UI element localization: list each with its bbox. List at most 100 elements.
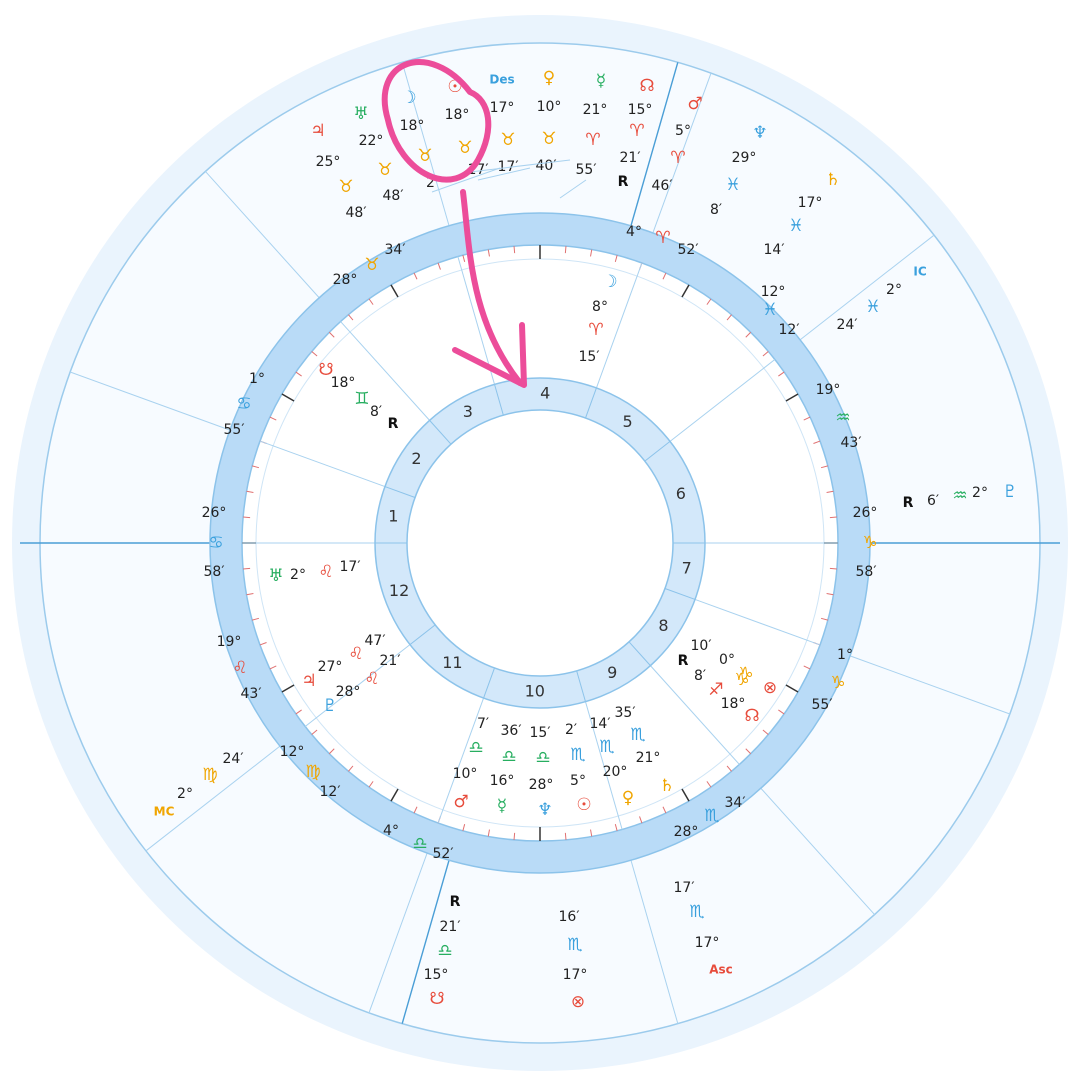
degree-label: 15′	[530, 725, 551, 741]
degree-label: 8′	[694, 668, 706, 684]
mc-group: MC2°♍24′	[154, 751, 244, 819]
house-number: 9	[607, 663, 617, 682]
house-divider	[494, 384, 504, 416]
degree-label: 0°	[719, 652, 735, 668]
degree-label: 10°	[537, 99, 562, 115]
in-node-group: ☋18°♊8′R	[318, 360, 398, 432]
degree-label: 18°	[721, 696, 746, 712]
cusp-minutes: 12′	[779, 322, 800, 338]
neptune-icon: ♆	[537, 800, 552, 820]
degree-tick	[246, 490, 254, 493]
house-divider	[576, 670, 586, 702]
venus-icon: ♀	[543, 68, 555, 88]
aries-icon: ♈	[585, 130, 600, 150]
in-fortune-group: ⊗	[763, 678, 777, 698]
cusp-degree: 4°	[626, 224, 642, 240]
degree-tick	[564, 246, 567, 254]
north-node-icon: ☊	[744, 706, 759, 726]
house-number: 10	[525, 681, 545, 700]
degree-label: 2°	[290, 567, 306, 583]
taurus-icon: ♉	[377, 160, 392, 180]
degree-label: 6′	[927, 493, 939, 509]
pisces-icon: ♓	[762, 300, 777, 320]
ring-cusp-label: 1°♑55′	[812, 647, 853, 713]
degree-label: 10°	[453, 766, 478, 782]
pisces-icon: ♓	[788, 216, 803, 236]
taurus-icon: ♉	[500, 130, 515, 150]
house-number: 5	[623, 412, 633, 431]
degree-tick	[437, 262, 441, 270]
degree-tick	[252, 617, 260, 621]
house-divider	[429, 420, 452, 445]
degree-tick	[662, 806, 667, 814]
hand-drawn-annotation	[381, 59, 527, 388]
degree-tick	[639, 816, 643, 824]
scorpio-icon: ♏	[704, 806, 719, 826]
cusp-degree: 1°	[837, 647, 853, 663]
degree-label: 25°	[316, 154, 341, 170]
outer-cusp-line	[205, 171, 320, 299]
degree-tick	[462, 823, 466, 831]
inner-cusp-line	[584, 701, 623, 830]
annotation-arrow	[460, 189, 523, 386]
inner-cusp-line	[694, 598, 821, 646]
degree-label: 29°	[732, 150, 757, 166]
in-saturn-group: ♄21°♏35′	[615, 705, 675, 796]
degree-tick	[662, 272, 667, 280]
house-number: 2	[411, 449, 421, 468]
moon-icon: ☽	[401, 88, 416, 108]
house-number: 7	[682, 558, 692, 577]
outer-cusp-line	[145, 745, 281, 852]
degree-tick	[281, 393, 295, 402]
cusp-minutes: 55′	[224, 422, 245, 438]
moon-icon: ☽	[602, 272, 617, 292]
virgo-icon: ♍	[305, 762, 320, 782]
uranus-icon: ♅	[268, 566, 283, 586]
degree-tick	[487, 829, 490, 837]
libra-icon: ♎	[412, 834, 427, 854]
degree-tick	[745, 331, 752, 338]
degree-tick	[328, 331, 335, 338]
house-number: 3	[463, 402, 473, 421]
sun-icon: ☉	[576, 795, 591, 815]
degree-tick	[246, 593, 254, 596]
degree-label: 16°	[490, 773, 515, 789]
virgo-icon: ♍	[202, 765, 217, 785]
uranus-icon: ♅	[353, 104, 368, 124]
degree-label: 2°	[972, 485, 988, 501]
sagittarius-icon: ♐	[708, 680, 723, 700]
outer-cusp-line	[799, 234, 935, 341]
degree-label: 10′	[691, 638, 712, 654]
gemini-icon: ♊	[354, 389, 369, 409]
pisces-icon: ♓	[865, 297, 880, 317]
degree-label: 17′	[674, 880, 695, 896]
degree-tick	[413, 272, 418, 280]
cusp-minutes: 34′	[725, 795, 746, 811]
degree-tick	[614, 823, 618, 831]
house-divider	[664, 588, 696, 600]
inner-cusp-line	[437, 697, 485, 824]
leader-line	[431, 167, 501, 193]
degree-tick	[745, 748, 752, 755]
degree-label: 17°	[490, 100, 515, 116]
degree-tick	[295, 709, 302, 715]
scorpio-icon: ♏	[570, 745, 585, 765]
house-divider	[585, 387, 597, 419]
degree-tick	[243, 567, 251, 570]
house-divider	[644, 441, 671, 462]
north-node-icon: ☊	[639, 76, 654, 96]
degree-tick	[590, 249, 593, 257]
outer-cusp-line	[401, 62, 450, 226]
degree-label: 17°	[563, 967, 588, 983]
degree-label: 28°	[529, 777, 554, 793]
degree-label: 35′	[615, 705, 636, 721]
in-uranus-group: ♅2°♌17′	[268, 559, 360, 586]
house-divider	[409, 624, 436, 645]
cancer-icon: ♋	[208, 533, 223, 553]
cusp-minutes: 58′	[856, 564, 877, 580]
degree-tick	[829, 567, 837, 570]
in-chiron-group: ♐18°♑8′R	[678, 653, 750, 712]
degree-tick	[681, 284, 690, 298]
retrograde-mark: R	[678, 653, 689, 669]
capricorn-icon: ♑	[862, 533, 877, 553]
